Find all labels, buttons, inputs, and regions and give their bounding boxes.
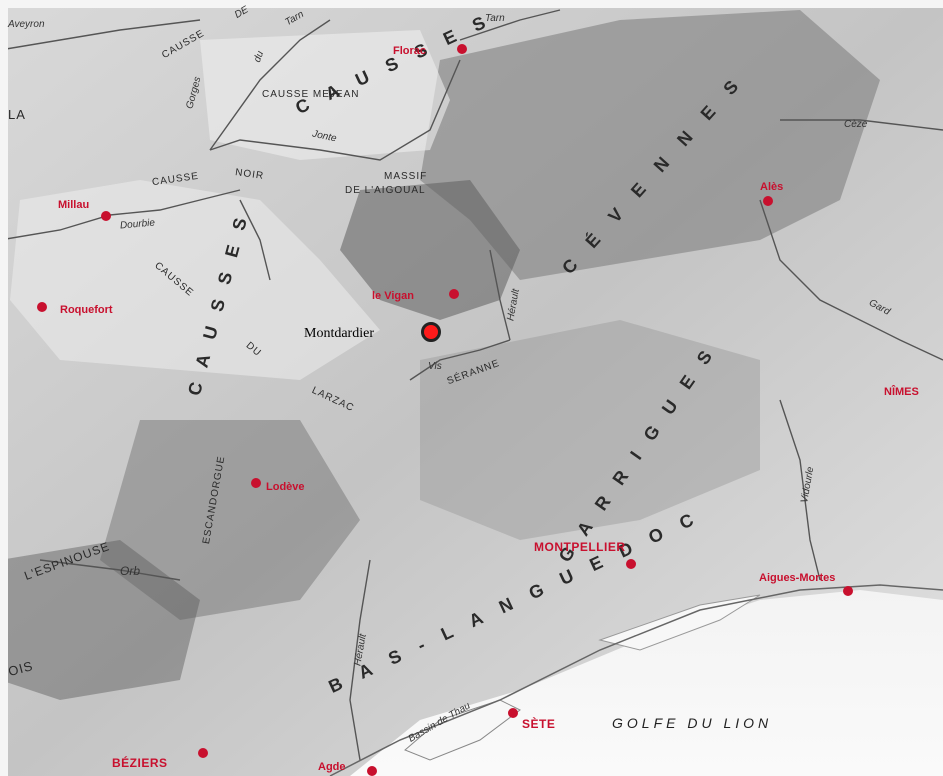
city-dot-millau — [101, 211, 111, 221]
cevennes-relief — [420, 10, 880, 280]
city-florac: Florac — [393, 45, 427, 57]
causses-plateau — [10, 180, 380, 380]
city-dot-roquefort — [37, 302, 47, 312]
river-tarn-2: Tarn — [485, 13, 505, 24]
city-nimes: NÎMES — [884, 386, 919, 398]
label-la: LA — [8, 107, 26, 122]
city-dot-le-vigan — [449, 289, 459, 299]
city-le-vigan: le Vigan — [372, 290, 414, 302]
lagoon — [598, 594, 761, 651]
city-dot-beziers — [198, 748, 208, 758]
sea-golfe-du-lion: GOLFE DU LION — [612, 715, 773, 731]
label-massif: MASSIF — [384, 171, 428, 182]
lodeve-relief — [100, 420, 360, 620]
label-massif-aigoual: DE L'AIGOUAL — [345, 185, 426, 196]
aigoual-relief — [340, 180, 520, 320]
city-dot-agde — [367, 766, 377, 776]
city-millau: Millau — [58, 199, 90, 211]
bassin-de-thau — [404, 699, 521, 761]
city-lodeve: Lodève — [266, 481, 305, 493]
city-montpellier: MONTPELLIER — [534, 540, 626, 554]
city-dot-montpellier — [626, 559, 636, 569]
city-dot-florac — [457, 44, 467, 54]
river-aveyron: Aveyron — [8, 19, 45, 30]
rivers — [0, 9, 943, 761]
label-montdardier: Montdardier — [304, 326, 374, 341]
river-vis: Vis — [428, 361, 442, 372]
city-agde: Agde — [318, 761, 346, 773]
coastline — [329, 584, 943, 776]
city-beziers: BÉZIERS — [112, 756, 168, 770]
city-aigues-mortes: Aigues-Mortes — [759, 572, 836, 584]
city-dot-aigues-mortes — [843, 586, 853, 596]
espinouse-relief — [0, 540, 200, 700]
sea-area — [350, 590, 943, 776]
city-ales: Alès — [760, 181, 784, 193]
mejean-plateau — [200, 30, 450, 160]
city-dot-lodeve — [251, 478, 261, 488]
garrigues-relief — [420, 320, 760, 540]
city-dot-ales — [763, 196, 773, 206]
label-causse-mejean: CAUSSE MEJEAN — [262, 89, 360, 100]
city-dot-sete — [508, 708, 518, 718]
city-sete: SÈTE — [522, 717, 556, 731]
city-roquefort: Roquefort — [60, 304, 113, 316]
river-orb: Orb — [120, 564, 141, 578]
river-ceze: Cèze — [844, 119, 868, 130]
location-marker-montdardier[interactable] — [421, 322, 441, 342]
